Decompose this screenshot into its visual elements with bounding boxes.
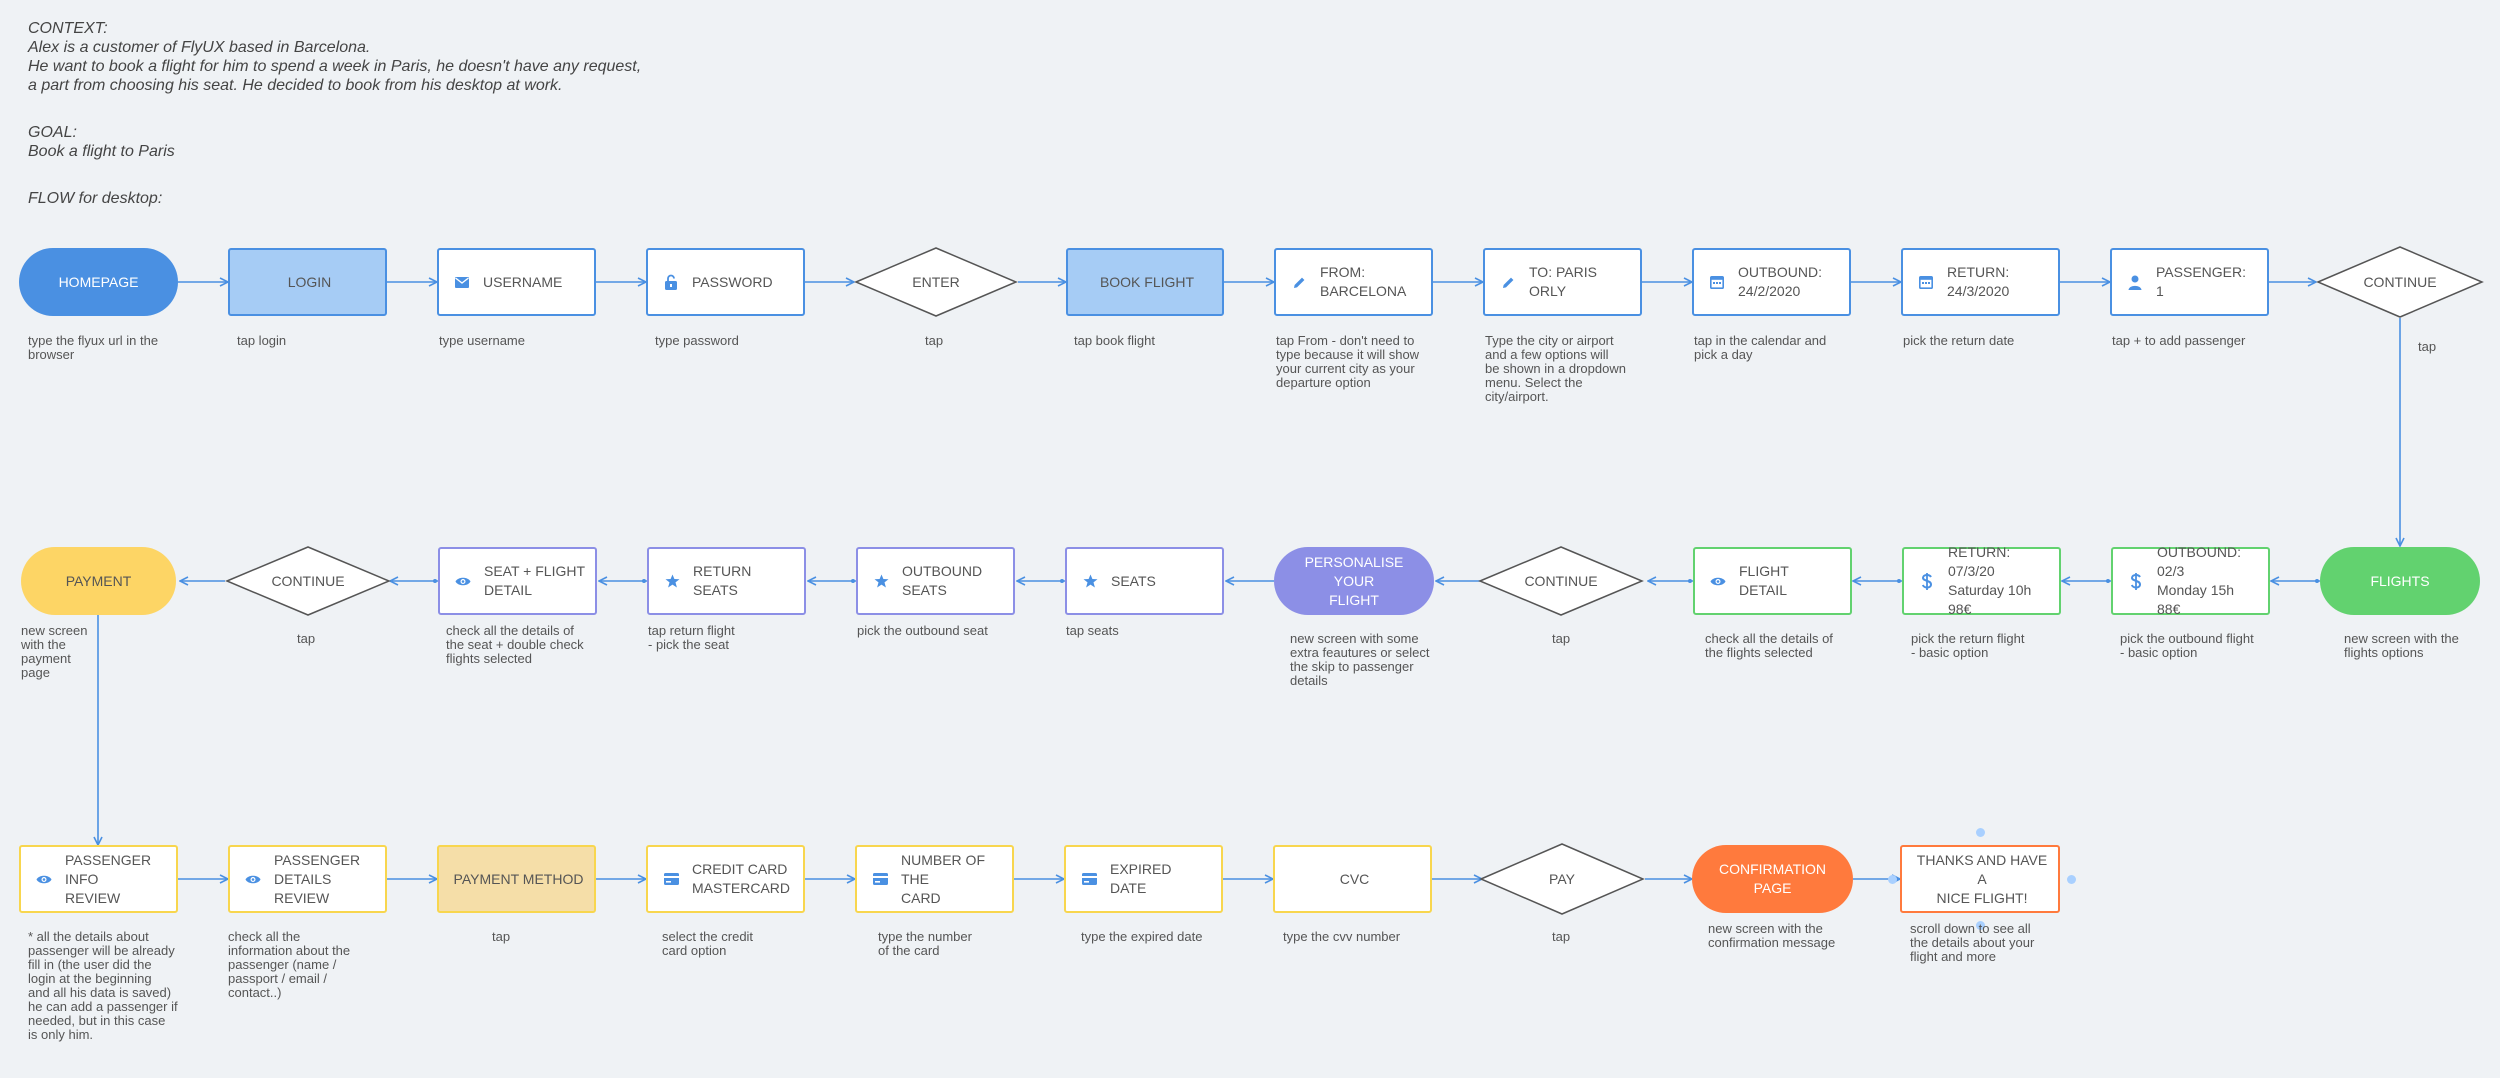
caption: tap xyxy=(297,631,316,646)
pay-decision[interactable]: PAY xyxy=(1479,843,1645,915)
dollar-icon xyxy=(1918,572,1936,590)
seats-node[interactable]: SEATS xyxy=(1065,547,1224,615)
passenger-info-review-node[interactable]: PASSENGER INFO REVIEW xyxy=(19,845,178,913)
outbound-date-node[interactable]: OUTBOUND: 24/2/2020 xyxy=(1692,248,1851,316)
seat-flight-detail-node[interactable]: SEAT + FLIGHT DETAIL xyxy=(438,547,597,615)
flight-detail-node[interactable]: FLIGHT DETAIL xyxy=(1693,547,1852,615)
star-icon xyxy=(663,572,681,590)
payment-method-node[interactable]: PAYMENT METHOD xyxy=(437,845,596,913)
caption: check all the information about the pass… xyxy=(228,929,351,1000)
caption: new screen with the flights options xyxy=(2344,631,2459,660)
card-number-node[interactable]: NUMBER OF THE CARD xyxy=(855,845,1014,913)
caption: tap From - don't need to type because it… xyxy=(1276,333,1420,390)
login-node[interactable]: LOGIN xyxy=(228,248,387,316)
caption: tap xyxy=(1552,631,1571,646)
from-node[interactable]: FROM: BARCELONA xyxy=(1274,248,1433,316)
caption: tap book flight xyxy=(1074,333,1155,348)
to-node[interactable]: TO: PARIS ORLY xyxy=(1483,248,1642,316)
caption: check all the details of the flights sel… xyxy=(1705,631,1833,660)
caption: new screen with the payment page xyxy=(21,623,88,680)
caption: type password xyxy=(655,333,739,348)
caption: pick the outbound seat xyxy=(857,623,988,638)
card-icon xyxy=(871,870,889,888)
expired-date-node[interactable]: EXPIRED DATE xyxy=(1064,845,1223,913)
context-line-1: Alex is a customer of FlyUX based in Bar… xyxy=(28,39,371,56)
return-date-node[interactable]: RETURN: 24/3/2020 xyxy=(1901,248,2060,316)
return-flight-node[interactable]: RETURN: 07/3/20 Saturday 10h 98€ xyxy=(1902,544,2061,617)
continue-decision-1[interactable]: CONTINUE xyxy=(2316,246,2484,318)
passenger-node[interactable]: PASSENGER: 1 xyxy=(2110,248,2269,316)
eye-icon xyxy=(1709,572,1727,590)
caption: * all the details about passenger will b… xyxy=(28,929,178,1042)
confirmation-page-node[interactable]: CONFIRMATION PAGE xyxy=(1692,845,1853,913)
caption: select the credit card option xyxy=(662,929,754,958)
caption: Type the city or airport and a few optio… xyxy=(1485,333,1626,404)
envelope-icon xyxy=(453,273,471,291)
enter-decision[interactable]: ENTER xyxy=(854,247,1018,317)
credit-card-node[interactable]: CREDIT CARD MASTERCARD xyxy=(646,845,805,913)
star-icon xyxy=(872,572,890,590)
cvc-node[interactable]: CVC xyxy=(1273,845,1432,913)
caption: check all the details of the seat + doub… xyxy=(446,623,584,666)
payment-node[interactable]: PAYMENT xyxy=(21,547,176,615)
star-icon xyxy=(1081,572,1099,590)
outbound-seats-node[interactable]: OUTBOUND SEATS xyxy=(856,547,1015,615)
caption: pick the return flight - basic option xyxy=(1911,631,2025,660)
username-node[interactable]: USERNAME xyxy=(437,248,596,316)
selection-handle[interactable] xyxy=(1976,828,1985,837)
card-icon xyxy=(662,870,680,888)
personalise-flight-node[interactable]: PERSONALISE YOUR FLIGHT xyxy=(1274,547,1434,615)
caption: tap xyxy=(1552,929,1571,944)
caption: tap seats xyxy=(1066,623,1119,638)
caption: tap xyxy=(925,333,944,348)
eye-icon xyxy=(454,572,472,590)
selection-handle[interactable] xyxy=(2067,875,2076,884)
dollar-icon xyxy=(2127,572,2145,590)
outbound-flight-node[interactable]: OUTBOUND: 02/3 Monday 15h 88€ xyxy=(2111,544,2270,617)
thanks-node[interactable]: THANKS AND HAVE A NICE FLIGHT! xyxy=(1900,845,2060,913)
flights-node[interactable]: FLIGHTS xyxy=(2320,547,2480,615)
caption: type the expired date xyxy=(1081,929,1203,944)
homepage-node[interactable]: HOMEPAGE xyxy=(19,248,178,316)
caption: pick the outbound flight - basic option xyxy=(2120,631,2254,660)
context-line-3: a part from choosing his seat. He decide… xyxy=(28,77,563,94)
lock-icon xyxy=(662,273,680,291)
goal-label: GOAL: xyxy=(28,124,77,141)
passenger-details-review-node[interactable]: PASSENGER DETAILS REVIEW xyxy=(228,845,387,913)
caption: tap xyxy=(492,929,511,944)
caption: new screen with some extra feautures or … xyxy=(1290,631,1430,688)
caption: type the cvv number xyxy=(1283,929,1401,944)
selection-handle[interactable] xyxy=(1976,921,1985,930)
calendar-icon xyxy=(1708,273,1726,291)
calendar-icon xyxy=(1917,273,1935,291)
caption: tap + to add passenger xyxy=(2112,333,2246,348)
caption: tap login xyxy=(237,333,287,348)
caption: pick the return date xyxy=(1903,333,2015,348)
selection-handle[interactable] xyxy=(1888,875,1897,884)
pencil-icon xyxy=(1290,273,1308,291)
pencil-icon xyxy=(1499,273,1517,291)
eye-icon xyxy=(244,870,262,888)
context-line-2: He want to book a flight for him to spen… xyxy=(28,58,642,75)
flow-label: FLOW for desktop: xyxy=(28,190,163,207)
continue-decision-2[interactable]: CONTINUE xyxy=(1478,546,1644,616)
card-icon xyxy=(1080,870,1098,888)
caption: type the number of the card xyxy=(878,929,972,958)
continue-decision-3[interactable]: CONTINUE xyxy=(225,546,391,616)
caption: scroll down to see all the details about… xyxy=(1910,921,2035,964)
caption: tap xyxy=(2418,339,2437,354)
eye-icon xyxy=(35,870,53,888)
context-label: CONTEXT: xyxy=(28,20,108,37)
caption: type the flyux url in the browser xyxy=(28,333,159,362)
user-icon xyxy=(2126,273,2144,291)
return-seats-node[interactable]: RETURN SEATS xyxy=(647,547,806,615)
caption: tap in the calendar and pick a day xyxy=(1694,333,1827,362)
goal-text: Book a flight to Paris xyxy=(28,143,175,160)
caption: type username xyxy=(439,333,525,348)
caption: new screen with the confirmation message xyxy=(1708,921,1836,950)
password-node[interactable]: PASSWORD xyxy=(646,248,805,316)
caption: tap return flight - pick the seat xyxy=(648,623,735,652)
book-flight-node[interactable]: BOOK FLIGHT xyxy=(1066,248,1224,316)
